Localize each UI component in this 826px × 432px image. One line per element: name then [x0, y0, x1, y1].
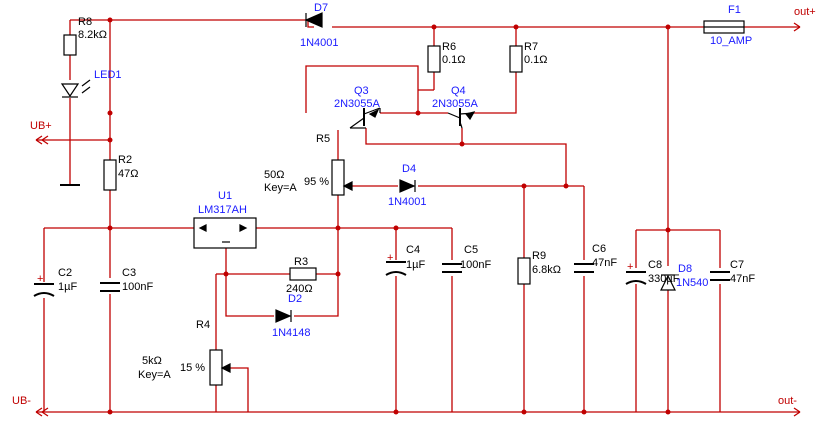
r6-value: 0.1Ω	[442, 54, 466, 66]
d8-ref: D8	[678, 263, 692, 275]
r3-resistor-icon	[289, 267, 317, 281]
c7-value: 47nF	[730, 273, 755, 285]
r5-value: 50Ω	[264, 169, 284, 181]
d4-diode-icon	[399, 179, 416, 193]
r2-value: 47Ω	[118, 168, 138, 180]
r9-value: 6.8kΩ	[532, 264, 561, 276]
terminal-ub-minus: UB-	[12, 395, 31, 407]
c4-ref: C4	[406, 244, 420, 256]
d7-value: 1N4001	[300, 37, 339, 49]
terminal-out-minus: out-	[778, 395, 797, 407]
r8-ref: R8	[78, 16, 92, 28]
q3-transistor-icon	[349, 107, 381, 129]
labels: out+ out- UB+ UB- R8 8.2kΩ LED1 D7 1N400…	[12, 2, 816, 407]
c5-ref: C5	[464, 244, 478, 256]
c3-ref: C3	[122, 267, 136, 279]
d8-diode-icon	[660, 274, 676, 291]
r6-resistor-icon	[427, 45, 441, 73]
c4-value: 1µF	[406, 259, 425, 271]
c5-capacitor-icon	[442, 263, 462, 273]
wire-r4-wiper	[224, 367, 249, 412]
d8-value: 1N540	[676, 277, 708, 289]
r7-resistor-icon	[509, 45, 523, 73]
r3-value: 240Ω	[286, 283, 313, 295]
c6-capacitor-icon	[574, 263, 594, 273]
d2-value: 1N4148	[272, 327, 311, 339]
c3-value: 100nF	[122, 281, 153, 293]
wire-d2-left	[225, 274, 274, 317]
r4-ref: R4	[196, 319, 210, 331]
q4-value: 2N3055A	[432, 98, 479, 110]
d4-ref: D4	[402, 163, 416, 175]
r9-ref: R9	[532, 250, 546, 262]
wire-q3-loop	[305, 65, 419, 114]
wire-emitter-node	[462, 143, 567, 186]
r7-ref: R7	[524, 41, 538, 53]
r6-ref: R6	[442, 41, 456, 53]
led1-ref: LED1	[94, 69, 122, 81]
r8-resistor-icon	[63, 34, 77, 56]
r4-potentiometer-icon	[209, 349, 231, 386]
terminal-out-plus: out+	[794, 6, 816, 18]
r4-percent: 15 %	[180, 362, 205, 374]
c2-ref: C2	[58, 267, 72, 279]
c5-value: 100nF	[460, 259, 491, 271]
r2-resistor-icon	[103, 159, 117, 191]
wires	[36, 19, 800, 413]
terminal-ub-plus: UB+	[30, 120, 52, 132]
c2-value: 1µF	[58, 281, 77, 293]
c7-capacitor-icon	[710, 271, 730, 281]
svg-text:+: +	[627, 261, 633, 273]
q3-ref: Q3	[354, 85, 369, 97]
c8-capacitor-icon: +	[625, 261, 647, 285]
c7-ref: C7	[730, 259, 744, 271]
led1-icon	[60, 79, 91, 98]
q3-value: 2N3055A	[334, 98, 381, 110]
c2-capacitor-icon: +	[33, 273, 55, 297]
wire-d2-right	[294, 228, 339, 317]
junctions	[107, 17, 671, 415]
wire-d7-right	[307, 20, 314, 28]
r8-value: 8.2kΩ	[78, 29, 107, 41]
u1-regulator-icon	[193, 217, 257, 249]
r5-key: Key=A	[264, 182, 297, 194]
c3-capacitor-icon	[100, 282, 120, 292]
terminal-arrow-icons	[35, 22, 801, 417]
r3-ref: R3	[294, 256, 308, 268]
d2-ref: D2	[288, 293, 302, 305]
r2-ref: R2	[118, 154, 132, 166]
c8-value: 330µF	[648, 273, 680, 285]
d4-value: 1N4001	[388, 196, 427, 208]
c4-capacitor-icon: +	[385, 252, 407, 276]
c6-ref: C6	[592, 243, 606, 255]
r5-ref: R5	[316, 133, 330, 145]
component-symbols: + + +	[33, 12, 801, 417]
c6-value: 47nF	[592, 257, 617, 269]
f1-value: 10_AMP	[710, 35, 752, 47]
d7-diode-icon	[304, 12, 323, 28]
f1-ref: F1	[728, 4, 741, 16]
wire-r7-bot	[474, 72, 517, 114]
c8-ref: C8	[648, 259, 662, 271]
r5-potentiometer-icon	[331, 159, 353, 196]
q4-transistor-icon	[447, 108, 476, 129]
wire-q3-emitter	[365, 128, 462, 145]
r4-value: 5kΩ	[142, 355, 162, 367]
r9-resistor-icon	[517, 257, 531, 285]
r7-value: 0.1Ω	[524, 54, 548, 66]
q4-ref: Q4	[451, 85, 466, 97]
svg-text:+: +	[387, 252, 393, 264]
f1-fuse-icon	[703, 20, 745, 34]
d2-diode-icon	[275, 309, 292, 323]
r4-key: Key=A	[138, 369, 171, 381]
r5-percent: 95 %	[304, 176, 329, 188]
u1-value: LM317AH	[198, 204, 247, 216]
d7-ref: D7	[314, 2, 328, 14]
u1-ref: U1	[218, 190, 232, 202]
svg-text:+: +	[37, 273, 43, 285]
